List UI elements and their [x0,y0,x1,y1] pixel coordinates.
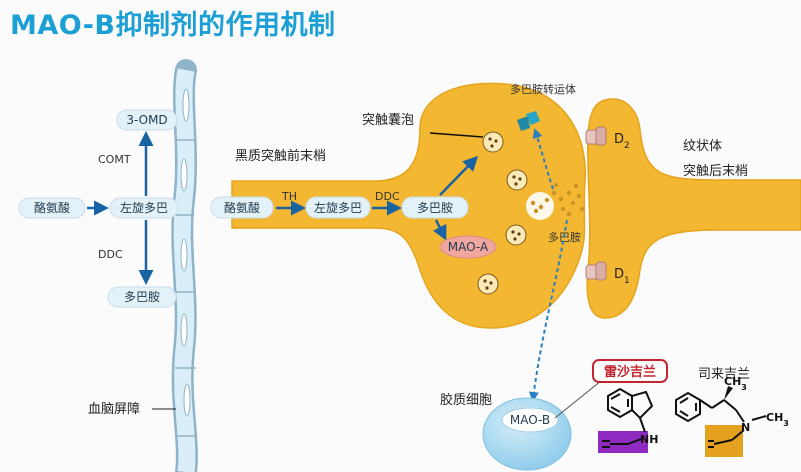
arrow-dopamine-to-vesicle [439,155,479,196]
transporter-label: 多巴胺转运体 [510,82,576,96]
rasagiline-label: 雷沙吉兰 [604,364,656,380]
mao-b-label: MAO-B [510,413,550,427]
pill-tyrosine-periphery-label: 酪氨酸 [34,200,70,215]
pill-dopamine-periphery-label: 多巴胺 [124,290,160,304]
mao-a-enzyme [439,235,497,259]
dashed-arrow-reuptake [532,128,554,190]
dashed-arrow-to-glia [528,219,568,402]
presynaptic-label: 黑质突触前末梢 [235,148,326,164]
pill-tyrosine-pre-label: 酪氨酸 [224,200,260,215]
pill-3omd [116,109,178,131]
vesicle-leader-line [429,132,484,138]
dopamine-transporter-icon [517,111,540,131]
vesicle [506,169,528,191]
d1-receptor-label: D1 [614,267,630,286]
rasagiline-propargyl-highlight [598,431,648,453]
ddc-periphery-label: DDC [98,248,123,261]
postsynaptic-terminal [586,98,801,319]
selegiline-n-label: N [741,421,750,434]
pill-ldopa-periphery [109,197,179,219]
rasagiline-structure [598,387,654,453]
vesicle-label: 突触囊泡 [362,112,414,128]
periphery-pathway: 3-OMD COMT 酪氨酸 左旋多巴 DDC 多巴胺 [18,109,179,308]
pill-dopamine-pre-label: 多巴胺 [417,201,453,215]
rasagiline-nh-label: NH [640,433,658,446]
selegiline-structure [675,391,767,457]
striatum-label: 纹状体 [683,139,722,154]
d2-receptor-label: D2 [614,132,630,151]
pill-tyrosine-pre [210,196,274,219]
rasagiline-badge: 雷沙吉兰 [592,359,668,383]
selegiline-label: 司来吉兰 [698,367,750,382]
pill-ldopa-pre-label: 左旋多巴 [314,200,362,215]
pill-3omd-label: 3-OMD [126,113,167,127]
arrow-dopamine-to-maoa [432,219,447,241]
selegiline-wedge-bond [724,386,733,400]
ddc-pre-label: DDC [375,190,400,203]
synaptic-vesicles [477,131,528,295]
pill-ldopa-periphery-label: 左旋多巴 [120,200,168,215]
d2-receptor-icon [585,126,607,146]
vesicle [482,131,504,153]
comt-label: COMT [98,153,131,166]
selegiline-ch3-right: CH3 [766,411,789,428]
pill-dopamine-pre [401,196,469,219]
vesicle [505,224,527,246]
pill-dopamine-periphery [107,286,177,308]
pill-ldopa-pre [305,196,371,219]
pill-tyrosine-periphery [18,197,86,219]
vesicle [477,273,499,295]
page-title: MAO-B抑制剂的作用机制 [10,10,336,41]
mao-a-label: MAO-A [448,240,489,254]
postsynaptic-label: 突触后末梢 [683,163,748,179]
d1-receptor-icon [585,261,607,281]
selegiline-ch3-top: CH3 [724,375,747,392]
glial-cell [482,397,572,471]
glia-label: 胶质细胞 [440,392,492,408]
bbb-label: 血脑屏障 [88,402,140,417]
blood-brain-barrier [171,59,198,472]
th-label: TH [281,190,297,203]
synaptic-dopamine [526,182,585,220]
presynaptic-pathway: 酪氨酸 TH 左旋多巴 DDC 多巴胺 MAO-A [210,155,497,259]
